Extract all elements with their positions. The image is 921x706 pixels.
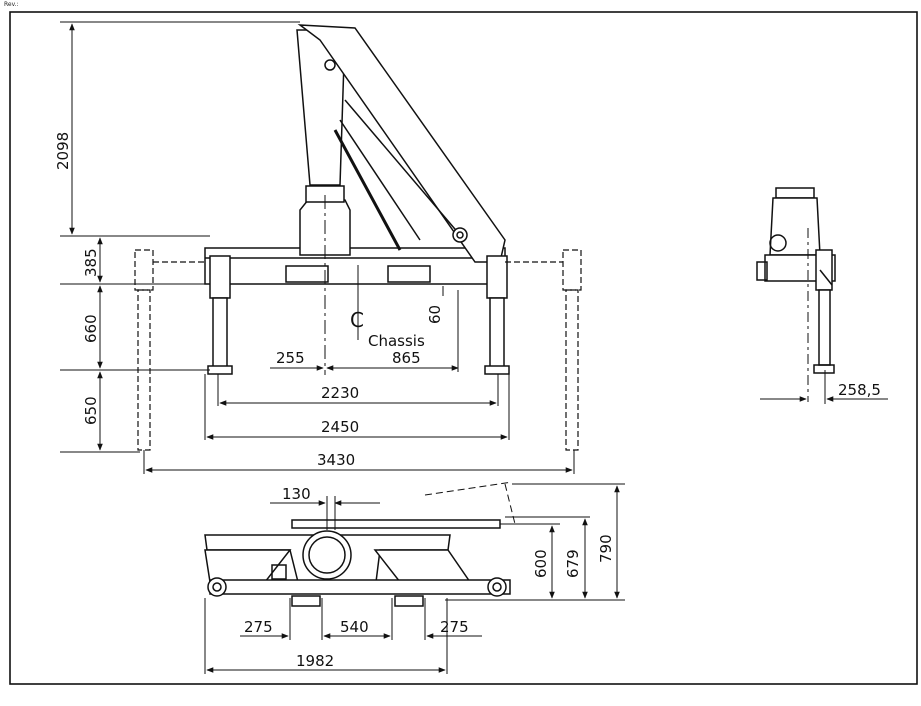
drawing-frame — [9, 11, 918, 685]
dim-255: 255 — [276, 349, 305, 367]
side-view — [204, 24, 510, 375]
dim-258-5: 258,5 — [838, 381, 881, 399]
plan-view-dimension-lines — [204, 481, 625, 674]
dim-60: 60 — [426, 305, 444, 324]
base-beam — [204, 247, 506, 285]
dim-600: 600 — [532, 549, 550, 578]
dim-3430: 3430 — [317, 451, 355, 469]
base-pocket-right — [387, 265, 431, 283]
outrigger-leg-left — [209, 255, 231, 299]
dim-650: 650 — [82, 396, 100, 425]
dim-2098: 2098 — [54, 132, 72, 170]
dim-385: 385 — [82, 248, 100, 277]
dim-790: 790 — [597, 534, 615, 563]
dim-275-left: 275 — [244, 618, 273, 636]
plan-view — [204, 519, 511, 607]
dim-679: 679 — [564, 549, 582, 578]
dim-2450: 2450 — [321, 418, 359, 436]
dim-865: 865 — [392, 349, 421, 367]
dim-540: 540 — [340, 618, 369, 636]
dim-1982: 1982 — [296, 652, 334, 670]
dim-130: 130 — [282, 485, 311, 503]
dim-275-right: 275 — [440, 618, 469, 636]
end-view — [756, 187, 836, 374]
end-view-dimension-lines — [760, 228, 888, 404]
revision-label: Rev.: — [4, 1, 19, 8]
base-pocket-left — [285, 265, 329, 283]
side-view-dimension-lines — [60, 21, 575, 474]
dim-660: 660 — [82, 314, 100, 343]
outrigger-leg-right — [486, 255, 508, 299]
centerline-symbol: C — [350, 308, 364, 332]
chassis-label: Chassis — [368, 332, 425, 350]
boom-cylinder — [333, 129, 402, 251]
dim-2230: 2230 — [321, 384, 359, 402]
